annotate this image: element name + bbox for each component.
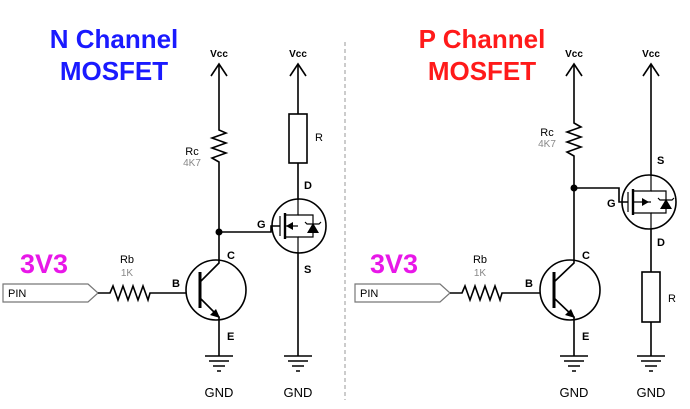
n-channel-rb-resistor — [98, 283, 186, 303]
p-channel-rb-resistor — [450, 283, 540, 303]
p-channel-mosfet — [621, 174, 677, 230]
n-channel-pin-label: PIN — [8, 288, 26, 300]
p-channel-bjt-emitter — [553, 297, 575, 356]
n-channel-rc-name: Rc — [185, 146, 199, 158]
p-channel-circuit: P Channel MOSFET 3V3 PIN Rb 1K B C E Vcc… — [354, 24, 677, 400]
p-channel-gnd-left-symbol — [560, 355, 588, 372]
n-channel-gate-wire — [219, 225, 280, 233]
n-channel-vcc-right-arrow — [289, 62, 307, 77]
n-channel-gnd-left-label: GND — [205, 385, 234, 400]
n-channel-mosfet-d-label: D — [304, 180, 312, 192]
p-channel-load-resistor — [641, 271, 661, 323]
n-channel-vcc-left-arrow — [210, 62, 228, 77]
n-channel-title-line1: N Channel — [50, 24, 179, 54]
p-channel-mosfet-diode-frame — [651, 190, 667, 214]
n-channel-mosfet-diode-bar — [304, 221, 322, 225]
p-channel-title-line1: P Channel — [419, 24, 546, 54]
p-channel-mosfet-s-label: S — [657, 155, 664, 167]
n-channel-rc-value: 4K7 — [183, 158, 201, 169]
p-channel-voltage-label: 3V3 — [370, 249, 418, 279]
p-channel-bjt-emitter-arrow — [565, 309, 575, 318]
n-channel-bjt-c-label: C — [227, 250, 235, 262]
n-channel-vcc-left-label: Vcc — [210, 49, 228, 60]
n-channel-mosfet-source-lead — [285, 225, 299, 252]
p-channel-bjt-c-label: C — [582, 250, 590, 262]
p-channel-pin-tag — [354, 283, 451, 303]
p-channel-mosfet-d-label: D — [657, 237, 665, 249]
n-channel-pin-tag — [2, 283, 99, 303]
n-channel-mosfet-body-diode — [307, 223, 319, 233]
p-channel-mosfet-g-label: G — [607, 198, 616, 210]
p-channel-gate-wire — [574, 187, 628, 203]
p-channel-rc-resistor — [564, 64, 584, 188]
n-channel-mosfet-arrow — [286, 222, 293, 230]
n-channel-rb-name: Rb — [120, 254, 134, 266]
p-channel-bjt-collector — [553, 188, 575, 283]
n-channel-gnd-right-label: GND — [284, 385, 313, 400]
n-channel-bjt-collector — [199, 232, 220, 283]
n-channel-bjt-transistor — [185, 259, 247, 321]
p-channel-rb-value: 1K — [474, 268, 487, 279]
p-channel-rc-name: Rc — [540, 127, 554, 139]
n-channel-title-line2: MOSFET — [60, 56, 168, 86]
p-channel-gnd-right-symbol — [637, 355, 665, 372]
p-channel-rc-value: 4K7 — [538, 139, 556, 150]
p-channel-load-resistor-label: R — [668, 293, 676, 305]
n-channel-voltage-label: 3V3 — [20, 249, 68, 279]
n-channel-mosfet-s-label: S — [304, 264, 311, 276]
n-channel-rc-resistor — [209, 64, 229, 232]
p-channel-bjt-e-label: E — [582, 331, 589, 343]
n-channel-mosfet-diode-frame — [298, 214, 314, 238]
p-channel-vcc-right-arrow — [642, 62, 660, 77]
p-channel-mosfet-body-diode — [660, 199, 672, 209]
n-channel-mosfet — [271, 198, 327, 254]
n-channel-circuit: N Channel MOSFET 3V3 PIN Rb 1K B C E Vcc… — [2, 24, 327, 400]
n-channel-load-resistor-label: R — [315, 132, 323, 144]
n-channel-bjt-b-label: B — [172, 278, 180, 290]
n-channel-bjt-emitter — [199, 297, 220, 356]
n-channel-rb-value: 1K — [121, 268, 134, 279]
n-channel-bjt-e-label: E — [227, 331, 234, 343]
n-channel-gnd-left-symbol — [205, 355, 233, 372]
p-channel-gnd-left-label: GND — [560, 385, 589, 400]
n-channel-load-resistor — [288, 113, 308, 164]
p-channel-gnd-right-label: GND — [637, 385, 666, 400]
p-channel-rb-name: Rb — [473, 254, 487, 266]
n-channel-gnd-right-symbol — [284, 355, 312, 372]
p-channel-vcc-right-label: Vcc — [642, 49, 660, 60]
p-channel-mosfet-arrow — [642, 198, 649, 206]
p-channel-pin-label: PIN — [360, 288, 378, 300]
p-channel-vcc-left-arrow — [565, 62, 583, 77]
p-channel-mosfet-diode-bar — [657, 197, 675, 201]
p-channel-bjt-transistor — [539, 259, 601, 321]
p-channel-title-line2: MOSFET — [428, 56, 536, 86]
n-channel-vcc-right-label: Vcc — [289, 49, 307, 60]
p-channel-vcc-left-label: Vcc — [565, 49, 583, 60]
p-channel-bjt-b-label: B — [525, 278, 533, 290]
n-channel-mosfet-g-label: G — [257, 219, 266, 231]
n-channel-bjt-emitter-arrow — [210, 309, 220, 318]
